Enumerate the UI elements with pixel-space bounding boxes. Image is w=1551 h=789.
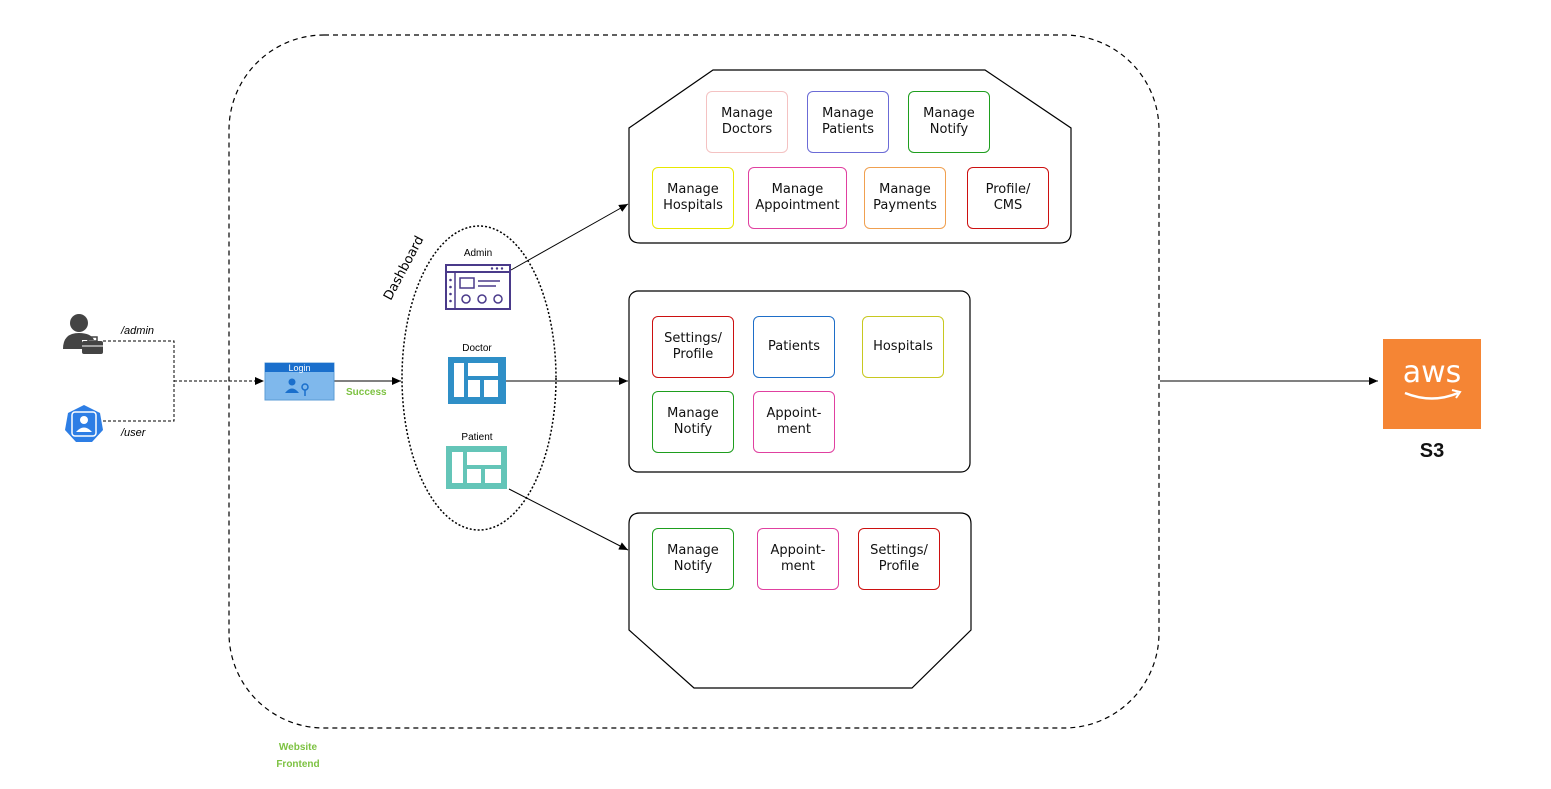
module-manage-doctors: Manage Doctors (706, 91, 788, 153)
admin-to-panel-arrow (510, 203, 629, 271)
user-hexagon-icon (65, 405, 103, 442)
module-manage-hospitals: Manage Hospitals (652, 167, 734, 229)
role-patient-label: Patient (461, 432, 493, 443)
patient-dashboard-icon (446, 446, 507, 489)
module-manage-payments: Manage Payments (864, 167, 946, 229)
module-patient-manage-notify: Manage Notify (652, 528, 734, 590)
module-doctor-settings-profile: Settings/ Profile (652, 316, 734, 378)
aws-logo (1383, 339, 1481, 429)
admin-user-icon (63, 314, 103, 354)
module-profile-cms: Profile/ CMS (967, 167, 1049, 229)
aws-logo-text: aws (1402, 355, 1462, 390)
dashboard-boundary (401, 225, 557, 531)
user-route-label: /user (121, 427, 146, 439)
admin-dashboard-icon (445, 264, 511, 310)
module-doctor-manage-notify: Manage Notify (652, 391, 734, 453)
module-manage-patients: Manage Patients (807, 91, 889, 153)
module-manage-notify: Manage Notify (908, 91, 990, 153)
website-frontend-label: Website Frontend (276, 742, 320, 770)
s3-label: S3 (1419, 440, 1445, 462)
doctor-dashboard-icon (448, 357, 506, 404)
module-doctor-patients: Patients (753, 316, 835, 378)
admin-route-label: /admin (121, 325, 155, 337)
module-patient-settings-profile: Settings/ Profile (858, 528, 940, 590)
module-manage-appointment: Manage Appointment (748, 167, 847, 229)
user-connector (103, 381, 175, 422)
login-title: Login (288, 363, 311, 373)
login-icon (264, 362, 335, 401)
module-doctor-appointment: Appoint- ment (753, 391, 835, 453)
role-admin-label: Admin (463, 248, 493, 259)
role-doctor-label: Doctor (462, 343, 492, 354)
module-patient-appointment: Appoint- ment (757, 528, 839, 590)
success-label: Success (346, 387, 387, 398)
admin-connector (103, 340, 175, 381)
module-doctor-hospitals: Hospitals (862, 316, 944, 378)
website-frontend-boundary (228, 34, 1160, 729)
patient-to-panel-arrow (508, 488, 629, 551)
